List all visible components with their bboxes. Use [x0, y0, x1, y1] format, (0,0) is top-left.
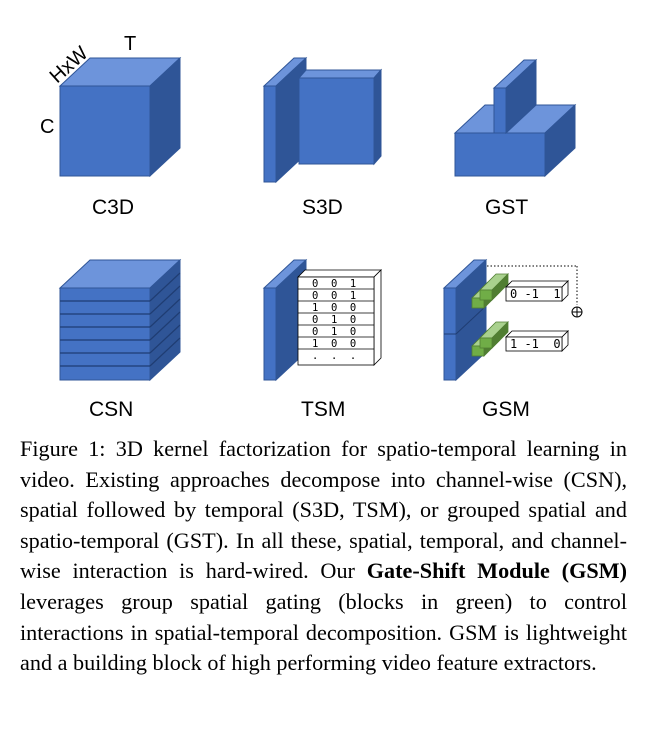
c-axis-label: C [40, 116, 54, 138]
s3d-blocks [262, 56, 383, 184]
tsm-matrix-row: 0 1 0 [312, 326, 356, 338]
gst-blocks [453, 58, 577, 178]
caption-text-after: leverages group spatial gating (blocks i… [20, 588, 627, 676]
t-axis-label: T [124, 33, 136, 55]
caption-bold-term: Gate-Shift Module (GSM) [366, 558, 627, 584]
tsm-matrix-row: 0 0 1 [312, 290, 356, 302]
tsm-shift-matrix [297, 269, 382, 366]
gsm-kernel-bottom [505, 330, 569, 352]
gsm-kernel-top [505, 280, 569, 302]
gst-label: GST [485, 196, 528, 219]
csn-label: CSN [89, 398, 133, 421]
sum-icon [571, 306, 583, 318]
tsm-matrix-row: 1 0 0 [312, 338, 356, 350]
c3d-label: C3D [92, 196, 134, 219]
tsm-matrix-row: 1 0 0 [312, 302, 356, 314]
figure-caption: Figure 1: 3D kernel factorization for sp… [20, 434, 627, 679]
caption-figure-label: Figure 1: [20, 436, 106, 461]
c3d-cube [58, 56, 182, 178]
gsm-connector [487, 265, 578, 305]
gsm-gate-top [471, 273, 509, 309]
csn-cube [58, 258, 182, 382]
tsm-label: TSM [301, 398, 345, 421]
csn-channel-dividers [60, 272, 181, 367]
s3d-label: S3D [302, 196, 343, 219]
gsm-gate-bottom [471, 321, 509, 357]
gsm-kernel-top-text: 0 -1 1 [510, 287, 561, 301]
gsm-slab [442, 258, 488, 382]
tsm-matrix-row: . . . [312, 350, 356, 362]
tsm-matrix-row: 0 0 1 [312, 278, 356, 290]
gsm-label: GSM [482, 398, 530, 421]
caption-text-before: 3D kernel factorization for spatio-tempo… [20, 436, 628, 584]
figure-diagram: HxW T C C3D S3D GST CSN [40, 33, 583, 421]
gsm-kernel-bottom-text: 1 -1 0 [510, 337, 561, 351]
tsm-matrix-row: 0 1 0 [312, 314, 356, 326]
